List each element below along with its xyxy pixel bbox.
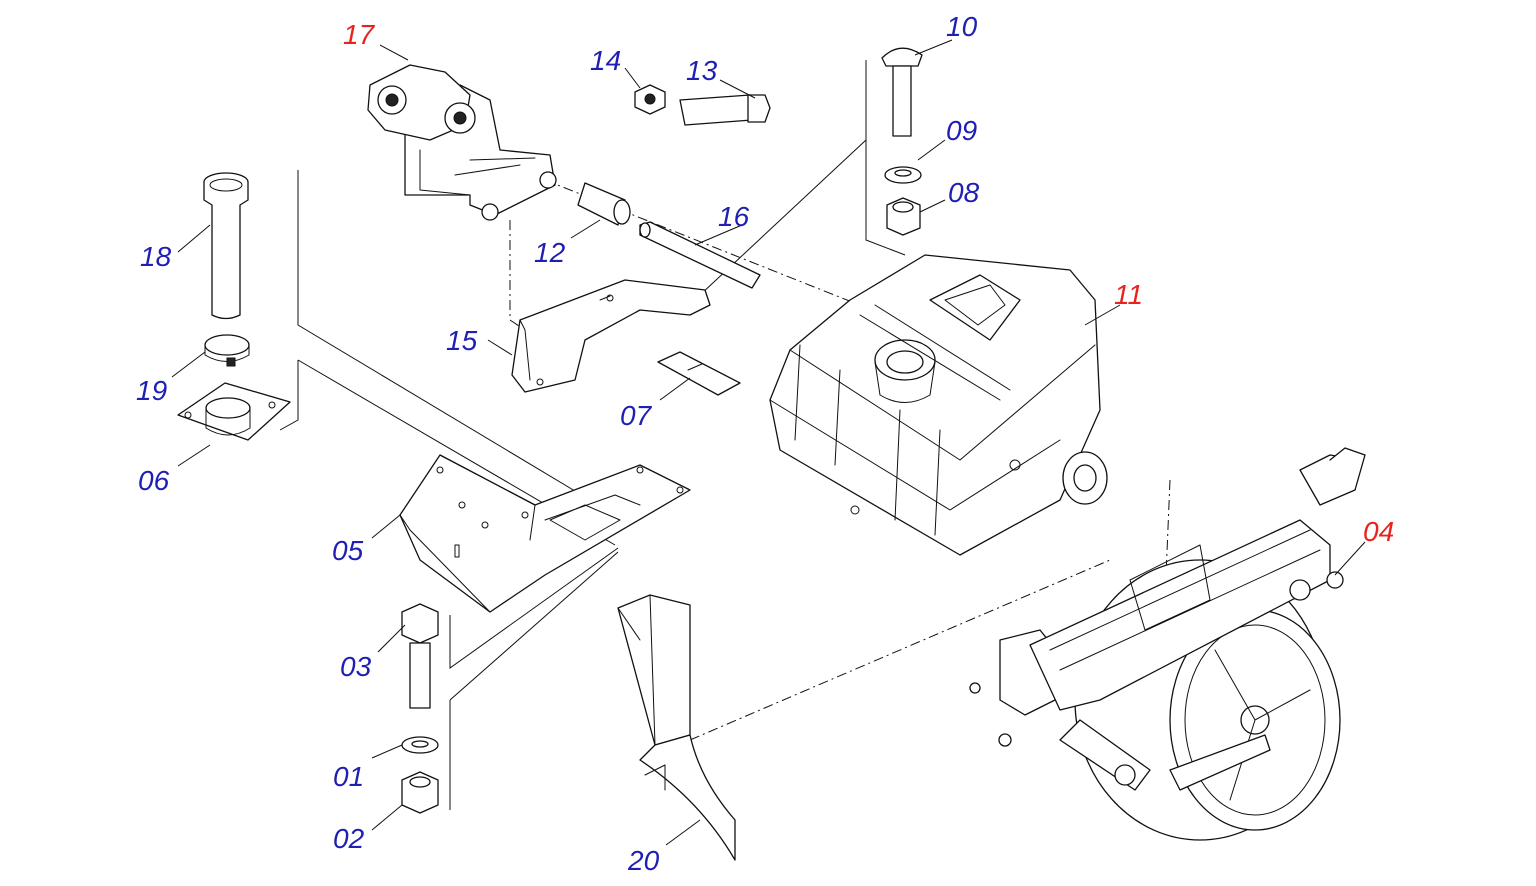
label-08: 08: [948, 177, 980, 208]
part-03-hex-bolt: [401, 603, 439, 709]
label-17: 17: [343, 19, 376, 50]
part-16-shaft: [639, 221, 761, 289]
part-20-seed-chute: [617, 594, 736, 861]
label-11: 11: [1114, 279, 1143, 310]
part-08-nut: [886, 197, 921, 236]
label-16: 16: [718, 201, 750, 232]
label-02: 02: [333, 823, 365, 854]
label-18: 18: [140, 241, 172, 272]
part-15-bracket-plate: [511, 279, 711, 393]
part-19-hose-clamp: [204, 334, 250, 367]
label-leaders: [171, 39, 1366, 846]
part-17-gearbox-bracket: [367, 64, 557, 221]
label-12: 12: [534, 237, 566, 268]
label-05: 05: [332, 535, 364, 566]
part-11-hopper: [769, 254, 1108, 556]
part-14-nut: [634, 84, 666, 115]
label-10: 10: [946, 11, 978, 42]
part-labels: 01 02 03 04 05 06 07 08 09 10 11 12 13 1…: [136, 11, 1394, 876]
part-13-pin: [679, 94, 771, 126]
part-07-shim: [657, 351, 741, 396]
label-04: 04: [1363, 516, 1394, 547]
label-19: 19: [136, 375, 167, 406]
part-12-bushing: [577, 182, 631, 226]
part-01-washer: [401, 736, 439, 754]
label-06: 06: [138, 465, 170, 496]
part-05-mounting-bracket: [399, 454, 691, 613]
label-14: 14: [590, 45, 621, 76]
part-09-washer: [884, 166, 922, 184]
part-02-nut: [401, 771, 439, 814]
part-10-carriage-bolt: [881, 47, 923, 137]
label-15: 15: [446, 325, 478, 356]
part-06-flange-plate: [177, 382, 291, 441]
label-01: 01: [333, 761, 364, 792]
label-07: 07: [620, 400, 653, 431]
label-09: 09: [946, 115, 977, 146]
part-04-wheel-assembly: [969, 447, 1366, 841]
label-20: 20: [627, 845, 660, 876]
label-03: 03: [340, 651, 372, 682]
label-13: 13: [686, 55, 718, 86]
part-18-tube: [203, 172, 249, 320]
